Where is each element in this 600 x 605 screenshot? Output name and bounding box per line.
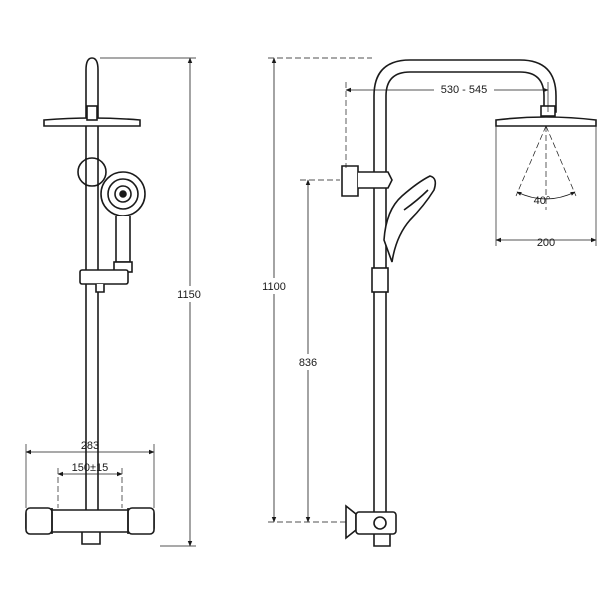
front-overhead-shower-head <box>43 117 141 127</box>
dimension-530-545: 530 - 545 <box>345 80 549 168</box>
dimension-530-545-label: 530 - 545 <box>441 84 487 96</box>
dimension-1100-label: 1100 <box>262 281 286 293</box>
dimension-283-label: 283 <box>81 440 99 452</box>
side-holder-bracket <box>371 267 389 293</box>
side-riser-arm <box>373 59 557 524</box>
dimension-200: 200 <box>495 126 597 249</box>
front-view <box>25 57 155 545</box>
dimension-283: 283 <box>25 440 155 508</box>
spray-angle-label: 40° <box>534 195 551 207</box>
dimension-150-15-label: 150±15 <box>72 462 109 474</box>
dimension-1150: 1150 <box>100 57 206 547</box>
dimension-150-15: 150±15 <box>57 462 123 508</box>
side-view <box>341 59 597 547</box>
side-valve-handle <box>345 504 357 540</box>
dimension-836-label: 836 <box>299 357 317 369</box>
side-slider <box>341 165 359 197</box>
dimension-836: 836 <box>290 179 340 523</box>
dimension-1100: 1100 <box>256 57 372 523</box>
front-holder-bracket <box>79 269 129 285</box>
side-mixer-body <box>355 511 397 535</box>
side-hand-shower <box>383 175 437 263</box>
front-riser-pipe <box>85 57 99 516</box>
dimension-1150-label: 1150 <box>177 289 201 301</box>
dimension-200-label: 200 <box>537 237 555 249</box>
side-overhead-shower-head <box>495 116 597 127</box>
spray-angle-indicator <box>515 125 577 210</box>
front-hand-shower-handle <box>115 216 131 263</box>
